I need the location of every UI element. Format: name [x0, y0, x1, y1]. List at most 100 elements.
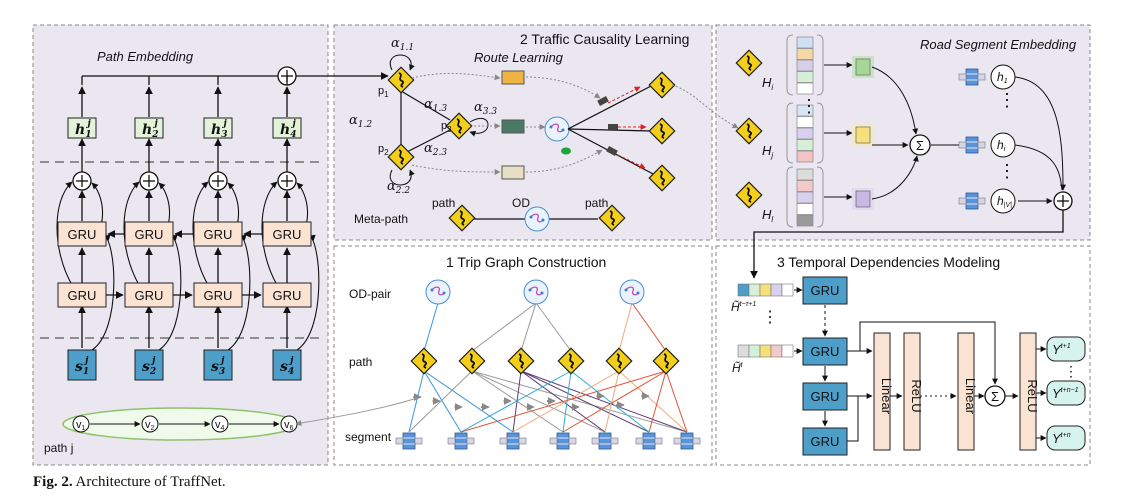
- temporal-layer-3: Linear: [957, 332, 978, 451]
- svg-text:Hl: Hl: [762, 207, 773, 224]
- s-input-2: s2j: [134, 349, 164, 381]
- svg-text:Σ: Σ: [916, 138, 924, 153]
- alpha-3-3: α3.3: [474, 100, 497, 117]
- temporal-output-3: Yt+n: [1046, 425, 1086, 451]
- s-input-3: s3j: [203, 349, 233, 381]
- svg-text:GRU: GRU: [135, 227, 164, 242]
- svg-text:GRU: GRU: [68, 288, 97, 303]
- row-segment-label: segment: [345, 430, 392, 444]
- chain-node-1: v1: [72, 415, 90, 433]
- red-arrow-upper: [607, 86, 641, 104]
- p2-self-loop: [389, 169, 415, 186]
- temporal-layer-4: ReLU: [1019, 332, 1040, 451]
- svg-text:GRU: GRU: [811, 389, 840, 404]
- s-input-4: s4j: [272, 349, 302, 381]
- road-segment-panel: [715, 24, 1091, 241]
- gru-upper-4: GRU: [262, 221, 312, 247]
- alpha-2-2: α2.2: [387, 179, 410, 196]
- svg-text:h1j: h1j: [75, 119, 91, 140]
- chain-node-2: v2: [141, 415, 159, 433]
- h-embedding-4: h4j: [272, 117, 302, 140]
- meta-path-right: path: [585, 196, 608, 210]
- svg-text:Σ: Σ: [991, 389, 999, 404]
- alpha-1-1: α1.1: [391, 36, 414, 53]
- p1-p3-edge: [400, 90, 451, 121]
- plus-op-4: [277, 171, 297, 191]
- vertical-ellipsis-right-1: ⋮: [998, 90, 1016, 110]
- svg-text:h2j: h2j: [142, 119, 158, 140]
- temporal-gru-1: GRU: [802, 276, 848, 305]
- path-segment-edge-10: [520, 370, 650, 433]
- segment-row-3: Hl: [735, 155, 919, 228]
- alpha-2-3: α2.3: [424, 141, 447, 158]
- vertical-ellipsis-right-2: ⋮: [998, 161, 1016, 181]
- path-embedding-title: Path Embedding: [97, 49, 194, 64]
- hi-to-plus: [1014, 144, 1063, 191]
- od-path-edge-4: [535, 302, 572, 352]
- svg-text:GRU: GRU: [273, 288, 302, 303]
- h-node-3: h|V|: [958, 188, 1016, 214]
- p2-p3-edge: [400, 129, 451, 156]
- temporal-sum-op: Σ: [984, 385, 1006, 407]
- svg-text:s2j: s2j: [142, 356, 156, 377]
- figure-caption: Fig. 2. Architecture of TraffNet.: [33, 474, 226, 491]
- segment-plus-op: [1053, 191, 1073, 211]
- segment-row-1: Hi: [735, 34, 919, 135]
- temporal-output-2: Yt+n−1: [1046, 380, 1086, 406]
- gru-upper-2: GRU: [124, 221, 174, 247]
- route-box-green: [501, 119, 525, 134]
- temporal-title: 3 Temporal Dependencies Modeling: [777, 254, 1000, 270]
- input-strip-bottom: [737, 344, 794, 358]
- od-path-edge-1: [423, 302, 439, 352]
- trip-to-chain-arrow: [295, 397, 418, 427]
- svg-text:GRU: GRU: [273, 227, 302, 242]
- gru-lower-2: GRU: [124, 282, 174, 308]
- path-segment-edge-11: [520, 370, 688, 433]
- path-segment-edge-6: [471, 370, 606, 433]
- path-segment-edge-1: [408, 370, 425, 433]
- output-ellipsis: ⋮: [1064, 363, 1078, 379]
- temporal-gru-4: GRU: [802, 427, 848, 456]
- svg-text:ReLU: ReLU: [909, 379, 924, 412]
- car-icon-upper: [597, 96, 609, 106]
- h-embedding-2: h2j: [134, 117, 164, 140]
- svg-text:Linear: Linear: [963, 378, 978, 415]
- segment-sum-op: Σ: [909, 134, 931, 156]
- path-j-label: path j: [44, 441, 73, 455]
- svg-text:v1: v1: [76, 419, 86, 432]
- trip-graph-title: 1 Trip Graph Construction: [446, 254, 606, 270]
- svg-text:hi: hi: [997, 138, 1006, 153]
- p3-self-loop: [469, 117, 489, 137]
- svg-text:s1j: s1j: [75, 356, 89, 377]
- plus-op-1: [72, 171, 92, 191]
- svg-text:h3j: h3j: [211, 119, 227, 140]
- svg-text:Hi: Hi: [762, 75, 773, 92]
- caption-prefix: Fig. 2.: [33, 474, 73, 490]
- svg-text:GRU: GRU: [204, 288, 233, 303]
- route-orange-out: [525, 76, 601, 99]
- s-input-1: s1j: [67, 349, 97, 381]
- path-segment-edge-12: [460, 370, 572, 433]
- od-path-edge-6: [631, 302, 667, 352]
- path-segment-edge-15: [512, 370, 620, 433]
- trip-od-icon-3: [619, 279, 645, 305]
- road-segment-title: Road Segment Embedding: [920, 37, 1077, 52]
- path-segment-edge-7: [471, 370, 688, 433]
- h-embedding-3: h3j: [203, 117, 233, 140]
- chain-node-3: v4: [211, 415, 229, 433]
- gru-lower-3: GRU: [193, 282, 243, 308]
- route-box-orange: [501, 70, 525, 85]
- temporal-gru-2: GRU: [802, 337, 848, 366]
- causality-to-segment-arrow: [671, 84, 739, 129]
- svg-text:GRU: GRU: [68, 227, 97, 242]
- temporal-layer-1: Linear: [873, 332, 894, 451]
- route-learning-title: Route Learning: [474, 50, 564, 65]
- gru-lower-1: GRU: [57, 282, 107, 308]
- gru-upper-1: GRU: [57, 221, 107, 247]
- path-segment-edge-3: [423, 370, 514, 433]
- input-ellipsis: ⋮: [762, 309, 778, 326]
- path-segment-edge-16: [604, 370, 620, 433]
- segment-row-2: Hj: [735, 102, 909, 164]
- temporal-layer-2: ReLU: [903, 332, 924, 451]
